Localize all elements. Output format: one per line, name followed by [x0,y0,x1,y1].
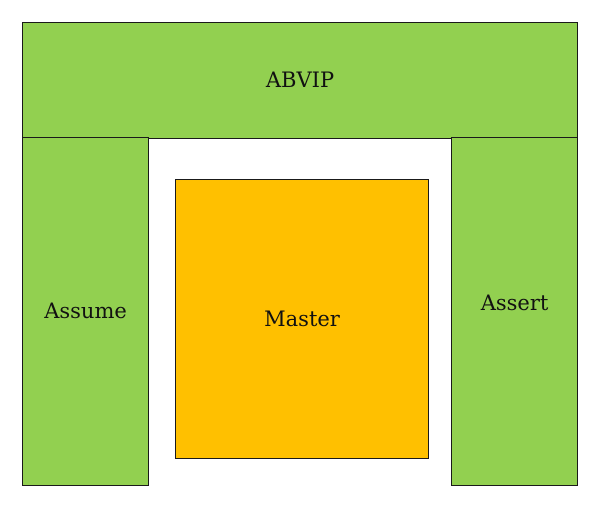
master-block: Master [175,179,429,459]
assume-label: Assume [44,299,127,323]
abvip-label: ABVIP [265,68,335,92]
assert-block: Assert [451,137,578,486]
assert-label: Assert [480,291,549,315]
abvip-block: ABVIP [22,22,578,139]
master-label: Master [264,306,340,331]
assume-block: Assume [22,137,149,486]
